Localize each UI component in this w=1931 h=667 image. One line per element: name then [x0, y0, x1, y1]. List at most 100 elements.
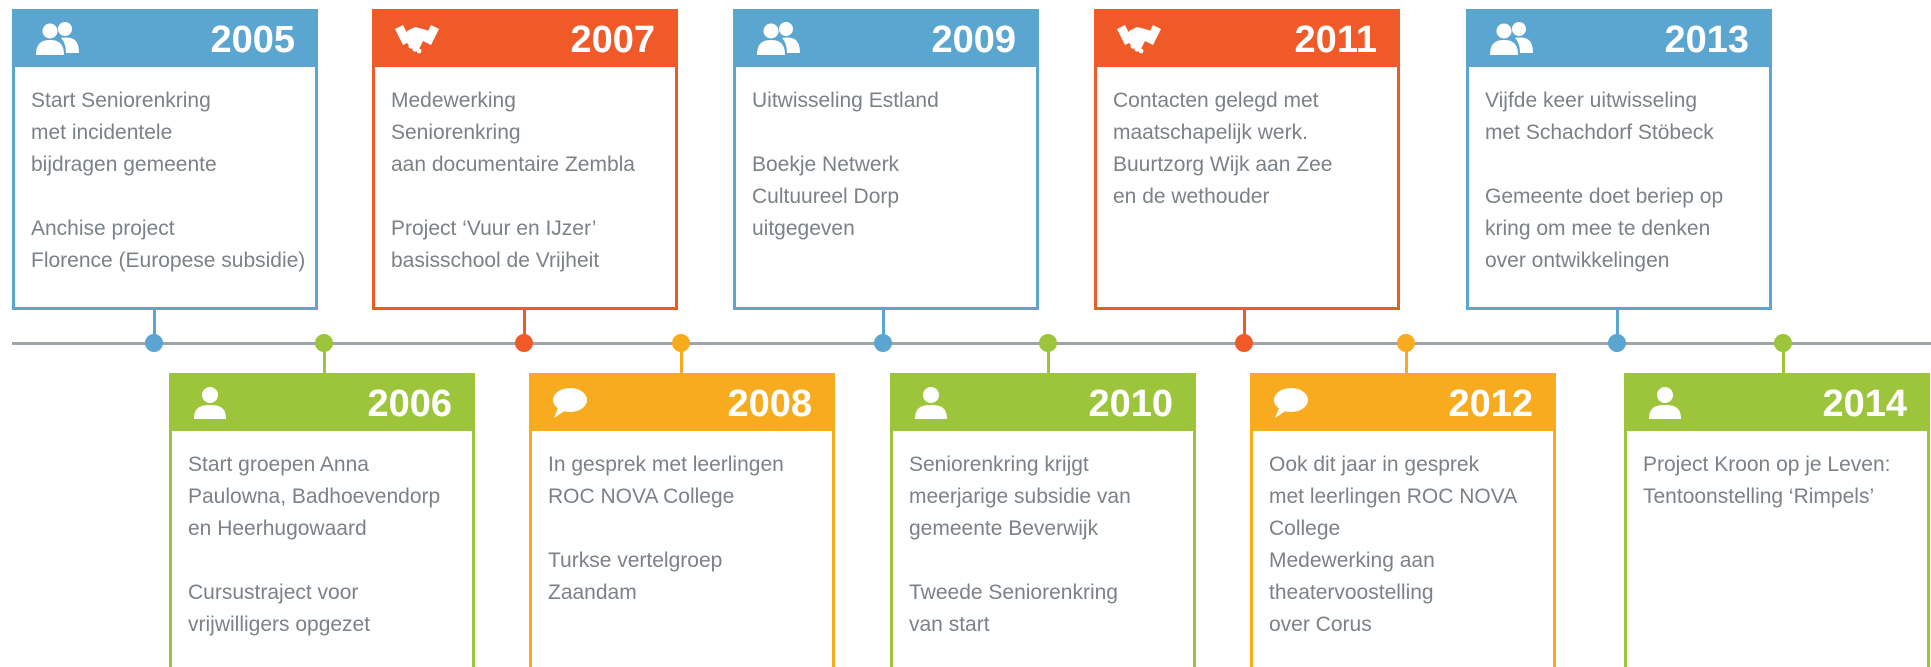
event-description-line: Gemeente doet beriep op: [1485, 185, 1724, 208]
event-dot-2007: [515, 334, 533, 352]
handshake-icon: [1115, 21, 1165, 57]
person-icon: [1645, 385, 1695, 421]
speech-bubble-icon: [550, 385, 600, 421]
event-description-line: Contacten gelegd met: [1113, 89, 1319, 112]
event-card-header: 2008: [532, 376, 832, 431]
event-description-line: Uitwisseling Estland: [752, 89, 939, 112]
event-year: 2007: [570, 19, 655, 61]
event-description-line: [909, 545, 1177, 577]
event-description-line: met Schachdorf Stöbeck: [1485, 121, 1714, 144]
event-year: 2009: [931, 19, 1016, 61]
event-dot-2011: [1235, 334, 1253, 352]
timeline-axis: [12, 342, 1931, 345]
event-description-line: Medewerking aan: [1269, 549, 1435, 572]
event-description-line: Medewerking: [391, 89, 516, 112]
event-description-line: In gesprek met leerlingen: [548, 453, 784, 476]
event-description-line: ROC NOVA College: [548, 485, 735, 508]
event-dot-2013: [1608, 334, 1626, 352]
event-description-line: Turkse vertelgroep: [548, 549, 723, 572]
event-description-line: Tweede Seniorenkring: [909, 581, 1118, 604]
event-card-header: 2010: [893, 376, 1193, 431]
event-connector-2006: [322, 343, 326, 373]
person-icon: [911, 385, 961, 421]
event-dot-2005: [145, 334, 163, 352]
event-description-line: [188, 545, 456, 577]
event-year: 2006: [367, 383, 452, 425]
event-description-line: vrijwilligers opgezet: [188, 613, 371, 636]
event-description-line: [391, 181, 659, 213]
person-icon: [190, 385, 240, 421]
event-dot-2014: [1774, 334, 1792, 352]
event-dot-2008: [672, 334, 690, 352]
handshake-icon: [393, 21, 443, 57]
event-connector-2012: [1404, 343, 1408, 373]
event-description-line: bijdragen gemeente: [31, 153, 217, 176]
event-description-line: met incidentele: [31, 121, 173, 144]
event-connector-2005: [152, 310, 156, 343]
event-description-line: en de wethouder: [1113, 185, 1270, 208]
event-description-line: van start: [909, 613, 990, 636]
event-description-line: maatschapelijk werk.: [1113, 121, 1308, 144]
event-description-line: [1485, 149, 1753, 181]
event-description-line: en Heerhugowaard: [188, 517, 367, 540]
event-description-line: Boekje Netwerk: [752, 153, 900, 176]
event-description-line: over ontwikkelingen: [1485, 249, 1670, 272]
event-connector-2010: [1046, 343, 1050, 373]
event-connector-2013: [1615, 310, 1619, 343]
event-description-line: Buurtzorg Wijk aan Zee: [1113, 153, 1333, 176]
event-description-line: Ook dit jaar in gesprek: [1269, 453, 1480, 476]
event-description-line: aan documentaire Zembla: [391, 153, 635, 176]
event-description-line: theatervoostelling: [1269, 581, 1434, 604]
event-description-line: Start groepen Anna: [188, 453, 369, 476]
event-description-line: Zaandam: [548, 581, 637, 604]
people-icon: [33, 21, 83, 57]
event-description-line: Seniorenkring krijgt: [909, 453, 1089, 476]
event-description-line: Seniorenkring: [391, 121, 521, 144]
event-description: Contacten gelegd met maatschapelijk werk.…: [1097, 67, 1397, 213]
speech-bubble-icon: [1271, 385, 1321, 421]
event-description-line: College: [1269, 517, 1341, 540]
event-year: 2010: [1088, 383, 1173, 425]
event-description-line: Florence (Europese subsidie): [31, 249, 306, 272]
event-description: Seniorenkring krijgt meerjarige subsidie …: [893, 431, 1193, 641]
event-description-line: Tentoonstelling ‘Rimpels’: [1643, 485, 1875, 508]
people-icon: [754, 21, 804, 57]
event-card-header: 2009: [736, 12, 1036, 67]
event-description-line: [548, 513, 816, 545]
event-description-line: [31, 181, 299, 213]
event-connector-2008: [679, 343, 683, 373]
event-year: 2011: [1294, 19, 1377, 61]
event-description-line: Cultuureel Dorp: [752, 185, 900, 208]
event-card-header: 2005: [15, 12, 315, 67]
event-dot-2006: [315, 334, 333, 352]
event-connector-2014: [1781, 343, 1785, 373]
event-dot-2012: [1397, 334, 1415, 352]
people-icon: [1487, 21, 1537, 57]
event-description-line: Project ‘Vuur en IJzer’: [391, 217, 597, 240]
event-year: 2012: [1448, 383, 1533, 425]
event-description-line: Paulowna, Badhoevendorp: [188, 485, 441, 508]
event-description-line: Anchise project: [31, 217, 175, 240]
event-year: 2013: [1664, 19, 1749, 61]
event-description-line: meerjarige subsidie van: [909, 485, 1131, 508]
event-description-line: Cursustraject voor: [188, 581, 359, 604]
event-year: 2014: [1822, 383, 1907, 425]
event-year: 2008: [727, 383, 812, 425]
event-description-line: gemeente Beverwijk: [909, 517, 1099, 540]
event-description-line: Vijfde keer uitwisseling: [1485, 89, 1698, 112]
event-description-line: kring om mee te denken: [1485, 217, 1711, 240]
event-connector-2009: [881, 310, 885, 343]
